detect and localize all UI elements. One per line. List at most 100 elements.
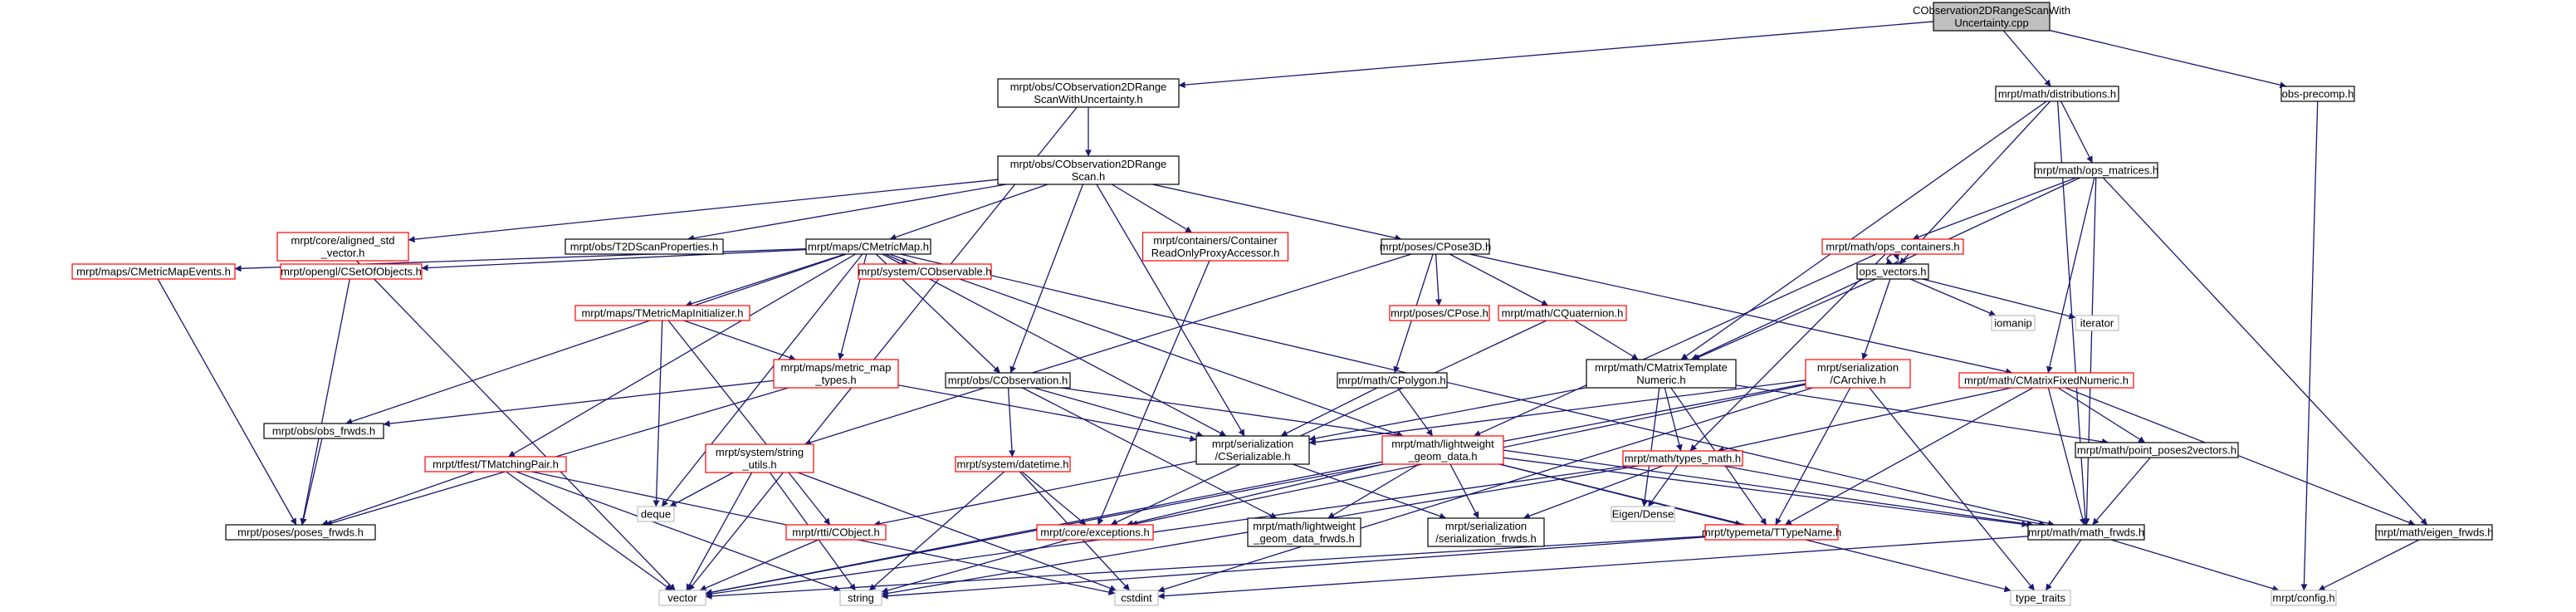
node-label: mrpt/poses/CPose3D.h: [1380, 241, 1491, 253]
node-cmatrixfixed[interactable]: mrpt/math/CMatrixFixedNumeric.h: [1958, 372, 2134, 389]
node-opsvectors[interactable]: ops_vectors.h: [1856, 263, 1929, 280]
node-scan[interactable]: mrpt/obs/CObservation2DRangeScan.h: [997, 155, 1180, 185]
dependency-edge: [2065, 387, 2416, 526]
node-obsfrwds[interactable]: mrpt/obs/obs_frwds.h: [263, 423, 384, 439]
node-opsmatrices[interactable]: mrpt/math/ops_matrices.h: [2034, 162, 2158, 179]
dependency-edge: [705, 383, 1806, 596]
node-box: [997, 78, 1180, 108]
node-posesfrwds[interactable]: mrpt/poses/poses_frwds.h: [225, 524, 376, 541]
dependency-edge: [2300, 100, 2319, 591]
dependency-edge: [1157, 536, 2029, 600]
node-box: [71, 263, 236, 280]
node-coreexceptions[interactable]: mrpt/core/exceptions.h: [1036, 524, 1154, 541]
node-carchive[interactable]: mrpt/serialization/CArchive.h: [1805, 359, 1911, 389]
node-cpose[interactable]: mrpt/poses/CPose.h: [1389, 305, 1490, 321]
node-box: [2075, 315, 2119, 331]
dependency-edge: [321, 471, 475, 526]
node-cpose3d[interactable]: mrpt/poses/CPose3D.h: [1380, 238, 1491, 255]
node-box: [1995, 86, 2119, 102]
node-label: mrpt/math/eigen_frwds.h: [2374, 526, 2493, 539]
node-root[interactable]: CObservation2DRangeScanWithUncertainty.c…: [1913, 2, 2070, 32]
dependency-edge: [506, 471, 672, 591]
node-box: [1586, 359, 1737, 389]
node-stringutils[interactable]: mrpt/system/string_utils.h: [705, 443, 814, 473]
node-box: [2075, 442, 2239, 458]
dependency-edge: [2057, 387, 2146, 443]
node-container[interactable]: mrpt/containers/ContainerReadOnlyProxyAc…: [1141, 232, 1289, 262]
dependency-edge: [2045, 539, 2082, 591]
node-cpolygon[interactable]: mrpt/math/CPolygon.h: [1337, 372, 1448, 389]
dependency-edge: [355, 260, 676, 591]
node-cobservable[interactable]: mrpt/system/CObservable.h: [858, 263, 992, 280]
node-label: Uncertainty.cpp: [1954, 17, 2028, 29]
dependency-edge: [1861, 278, 1891, 360]
node-cmetricmap[interactable]: mrpt/maps/CMetricMap.h: [805, 238, 931, 255]
dependency-edge: [705, 465, 1630, 598]
node-box: [2375, 524, 2493, 541]
node-cquaternion[interactable]: mrpt/math/CQuaternion.h: [1498, 305, 1627, 321]
node-typetraits: type_traits: [2010, 590, 2071, 606]
dependency-edge: [1097, 260, 1210, 526]
node-box: [839, 590, 882, 606]
node-box: [1611, 506, 1675, 522]
node-box: [1805, 359, 1911, 389]
dependency-edge: [1009, 184, 1084, 374]
node-box: [805, 238, 931, 255]
node-datetime[interactable]: mrpt/system/datetime.h: [955, 456, 1071, 472]
node-typesmath[interactable]: mrpt/math/types_math.h: [1622, 450, 1743, 467]
node-eigenfrwds[interactable]: mrpt/math/eigen_frwds.h: [2374, 524, 2494, 541]
node-iomanip: iomanip: [1991, 315, 2036, 331]
dependency-edge: [1922, 278, 2076, 320]
node-label: mrpt/math/CQuaternion.h: [1502, 307, 1624, 320]
dependency-edge: [516, 471, 841, 592]
node-lwgeomdata[interactable]: mrpt/math/lightweight_geom_data.h: [1381, 435, 1504, 465]
node-cserializable[interactable]: mrpt/serialization/CSerializable.h: [1195, 435, 1310, 465]
node-box: [1114, 590, 1159, 606]
node-box: [565, 238, 724, 255]
node-label: mrpt/obs/T2DScanProperties.h: [570, 241, 718, 253]
node-label: mrpt/obs/obs_frwds.h: [272, 425, 375, 438]
node-csetofobjects[interactable]: mrpt/opengl/CSetOfObjects.h: [280, 263, 423, 280]
node-deque: deque: [637, 506, 675, 522]
dependency-edge: [1007, 387, 1016, 458]
dependency-edge: [1574, 320, 1639, 360]
dependency-edge: [661, 253, 863, 507]
dependency-edge: [1435, 253, 1442, 306]
node-label: mrpt/core/aligned_std: [291, 234, 394, 247]
node-scanunc[interactable]: mrpt/obs/CObservation2DRangeScanWithUnce…: [997, 78, 1180, 108]
node-opscontainers[interactable]: mrpt/math/ops_containers.h: [1821, 238, 1964, 255]
node-alignedvector[interactable]: mrpt/core/aligned_std_vector.h: [276, 232, 409, 262]
dependency-edge: [1034, 387, 1204, 438]
node-label: _geom_data.h: [1407, 450, 1477, 463]
node-label: /CArchive.h: [1830, 374, 1885, 386]
node-crttiobject[interactable]: mrpt/rtti/CObject.h: [785, 524, 887, 541]
node-tmetricmapinit[interactable]: mrpt/maps/TMetricMapInitializer.h: [574, 305, 750, 321]
node-metricmaptypes[interactable]: mrpt/maps/metric_map_types.h: [773, 359, 899, 389]
node-mathfrwds[interactable]: mrpt/math/math_frwds.h: [2027, 524, 2145, 541]
node-distributions[interactable]: mrpt/math/distributions.h: [1995, 86, 2119, 102]
node-tmatchingpair[interactable]: mrpt/tfest/TMatchingPair.h: [424, 456, 567, 472]
node-pointposes[interactable]: mrpt/math/point_poses2vectors.h: [2075, 442, 2239, 458]
node-label: Scan.h: [1072, 170, 1105, 183]
node-ttypename[interactable]: mrpt/typemeta/TTypeName.h: [1702, 524, 1841, 541]
node-box: [276, 232, 409, 262]
node-lwgeomfrwds[interactable]: mrpt/math/lightweight_geom_data_frwds.h: [1247, 517, 1361, 547]
node-cobservation[interactable]: mrpt/obs/CObservation.h: [945, 372, 1071, 389]
node-box: [2034, 162, 2158, 179]
dependency-edge: [687, 184, 1007, 242]
node-label: mrpt/obs/CObservation2DRange: [1010, 81, 1167, 93]
node-t2dscan[interactable]: mrpt/obs/T2DScanProperties.h: [565, 238, 724, 255]
node-cmetricmapevents[interactable]: mrpt/maps/CMetricMapEvents.h: [71, 263, 236, 280]
dependency-edge: [1293, 463, 1447, 520]
node-box: [1958, 372, 2134, 389]
dependency-edge: [1157, 387, 1813, 593]
node-label: mrpt/math/ops_matrices.h: [2034, 164, 2158, 177]
node-label: iomanip: [1994, 317, 2032, 330]
node-box: [1195, 435, 1310, 465]
node-obsprecomp[interactable]: obs-precomp.h: [2280, 86, 2355, 102]
dependency-edge: [1280, 387, 1378, 437]
node-serialfrwds[interactable]: mrpt/serialization/serialization_frwds.h: [1427, 517, 1545, 547]
node-box: [1704, 524, 1839, 541]
node-label: mrpt/obs/CObservation.h: [948, 375, 1068, 387]
